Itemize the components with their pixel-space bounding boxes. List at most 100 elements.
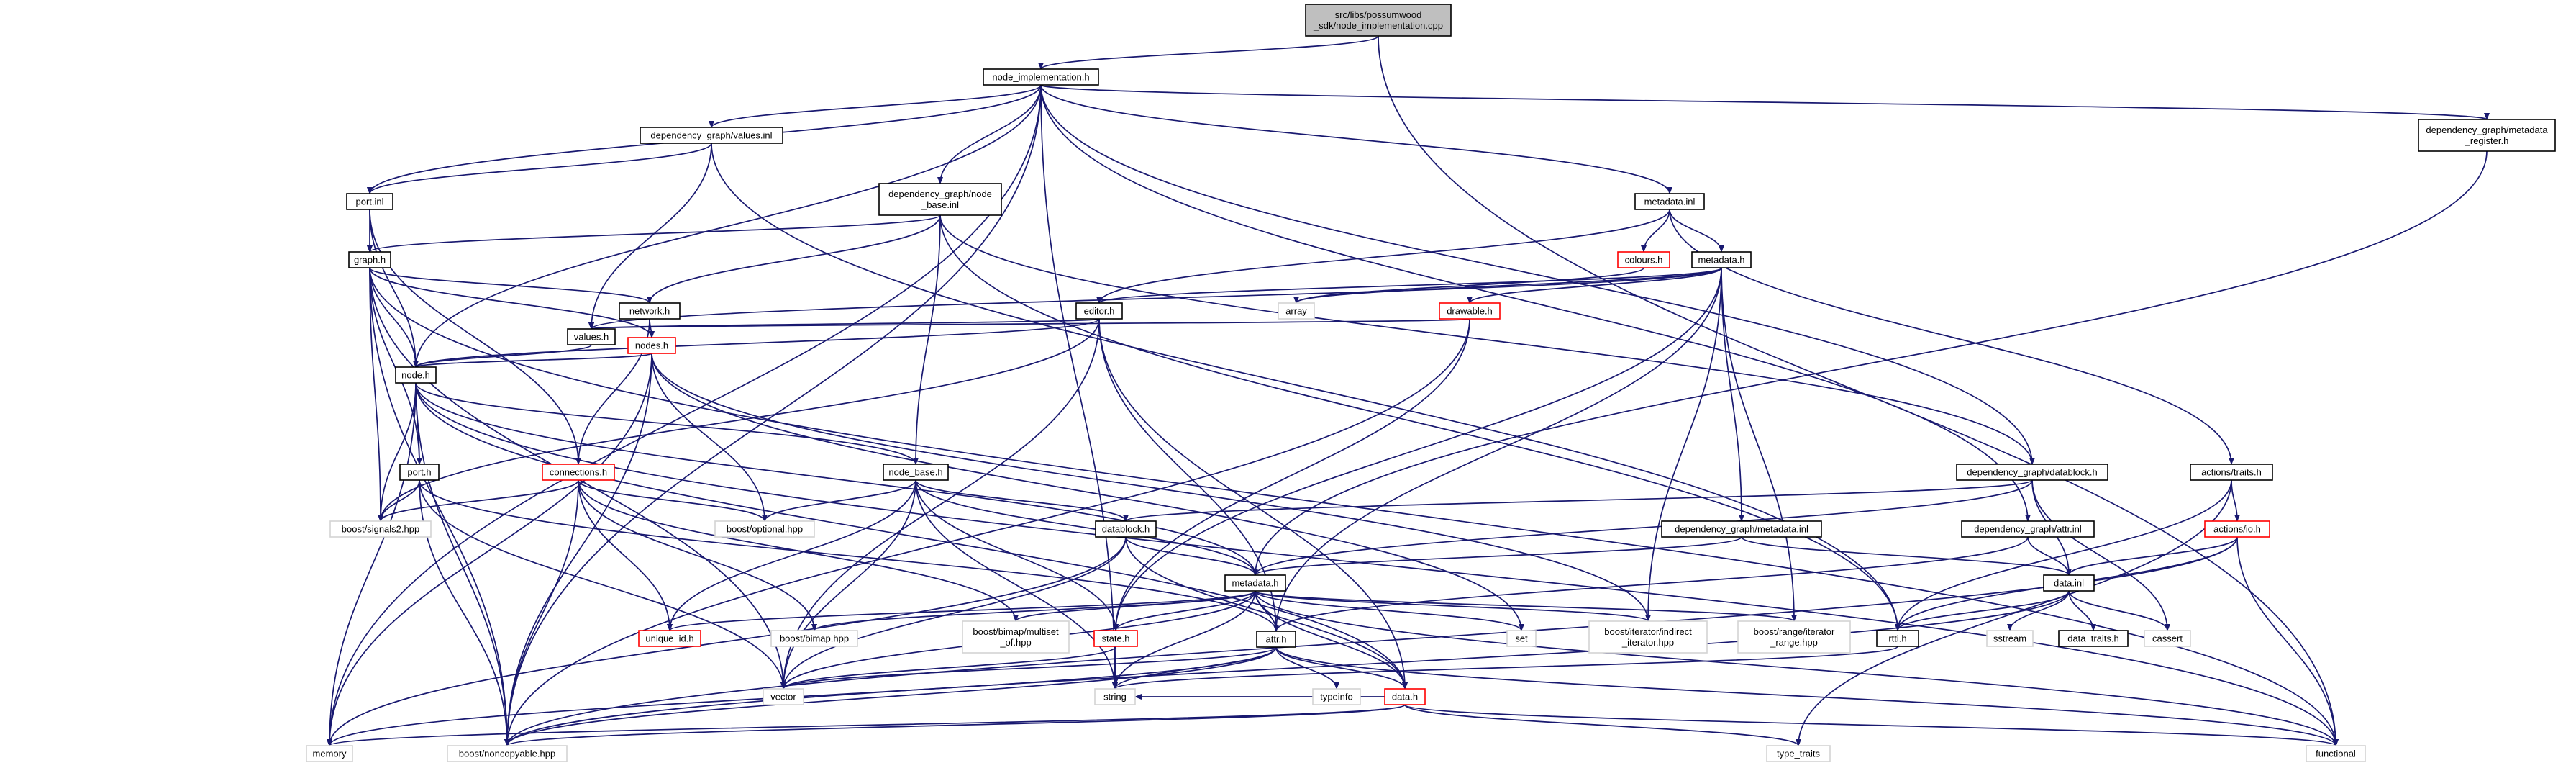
node-label: memory [313,749,347,759]
node-editor_h[interactable]: editor.h [1075,302,1123,320]
edge-connections_h-to-boost_noncopyable [504,479,579,746]
edge-node_base_h-to-string [915,479,1118,690]
node-actions_io_h[interactable]: actions/io.h [2204,520,2270,538]
node-box [1075,302,1123,320]
node-box [1312,688,1361,705]
edge-actions_io_h-to-boost_noncopyable [504,536,2238,746]
node-port_inl[interactable]: port.inl [346,193,393,210]
node-box [1956,464,2108,481]
node-label: _register.h [2465,135,2509,146]
node-graph_h[interactable]: graph.h [348,251,391,268]
node-nodes_h[interactable]: nodes.h [627,337,676,354]
node-metadata_inl[interactable]: metadata.inl [1634,193,1705,210]
node-label: dependency_graph/values.inl [650,130,772,141]
edge-graph_h-to-node_h [369,267,419,368]
node-label: boost/bimap.hpp [780,633,849,644]
node-box [883,464,949,481]
node-label: type_traits [1777,749,1820,759]
node-unique_id_h[interactable]: unique_id.h [638,630,701,647]
node-label: dependency_graph/attr.inl [1974,524,2082,535]
node-drawable_h[interactable]: drawable.h [1439,302,1501,320]
edge-editor_h-to-boost_signals2 [378,318,1100,522]
node-dg_attr_inl[interactable]: dependency_graph/attr.inl [1961,520,2095,538]
node-rtti_h[interactable]: rtti.h [1876,630,1919,647]
node-box [1588,620,1708,654]
node-box [1634,193,1705,210]
edge-node_impl-to-dg_attr_inl [1040,84,2031,522]
node-data_traits_h[interactable]: data_traits.h [2058,630,2129,647]
edge-metadata_h_top-to-array [1293,267,1722,304]
node-label: typeinfo [1320,692,1353,703]
edge-actions_traits_h-to-rtti_h [1895,479,2232,631]
edge-node_h-to-boost_signals2 [378,382,417,522]
node-box [1661,520,1822,538]
node-label: actions/traits.h [2201,467,2262,478]
edge-metadata_h-to-boost_range_iterator [1255,590,1797,622]
node-attr_h[interactable]: attr.h [1256,631,1296,648]
node-data_inl[interactable]: data.inl [2043,574,2095,592]
edge-port_h-to-boost_noncopyable [419,479,510,746]
node-box [1766,745,1831,762]
node-label: connections.h [550,467,607,478]
node-root[interactable]: src/libs/possumwood_sdk/node_implementat… [1305,4,1452,37]
node-label: rtti.h [1888,633,1906,644]
node-label: boost/signals2.hpp [342,524,419,535]
node-label: datablock.h [1102,524,1150,535]
edge-port_inl-to-connections_h [369,209,581,465]
node-dg_datablock_h[interactable]: dependency_graph/datablock.h [1956,464,2108,481]
node-data_h[interactable]: data.h [1384,688,1426,705]
node-port_h[interactable]: port.h [399,464,440,481]
node-label: dependency_graph/metadata.inl [1675,524,1808,535]
node-label: _of.hpp [999,637,1031,648]
node-label: set [1515,633,1528,644]
edge-node_base_h-to-datablock_h [915,479,1129,522]
edge-graph_h-to-port_h [369,267,422,465]
node-actions_traits_h[interactable]: actions/traits.h [2190,464,2273,481]
edge-colours_h-to-array [1293,267,1644,304]
edge-connections_h-to-boost_signals2 [378,479,579,522]
node-node_base_inl[interactable]: dependency_graph/node_base.inl [878,183,1002,216]
node-metadata_h[interactable]: metadata.h [1224,574,1286,592]
node-colours_h[interactable]: colours.h [1617,251,1670,268]
edge-drawable_h-to-values_h [589,318,1470,330]
edge-values_h-to-node_h [413,344,592,368]
edge-editor_h-to-node_h [413,318,1100,368]
node-values_inl[interactable]: dependency_graph/values.inl [640,127,783,144]
node-dg_metadata_inl[interactable]: dependency_graph/metadata.inl [1661,520,1822,538]
node-box [2190,464,2273,481]
node-box [640,127,783,144]
node-label: vector [770,692,796,703]
node-node_h[interactable]: node.h [395,366,437,384]
node-boost_noncopyable: boost/noncopyable.hpp [447,745,568,762]
node-label: unique_id.h [645,633,693,644]
node-label: boost/optional.hpp [727,524,803,535]
edge-node_base_h-to-boost_optional [762,479,916,522]
edge-connections_h-to-boost_bimap_multiset [578,479,1019,622]
edge-data_inl-to-data_traits_h [2068,590,2096,631]
node-network_h[interactable]: network.h [619,302,681,320]
edge-node_base_inl-to-rtti_h [939,214,1901,631]
edge-node_base_inl-to-node_base_h [913,214,941,465]
node-label: boost/noncopyable.hpp [459,749,555,759]
edge-metadata_h_top-to-boost_iterator_indirect [1645,267,1722,622]
edge-dg_datablock_h-to-datablock_h [1123,479,2033,522]
node-box [2306,745,2366,762]
node-label: colours.h [1625,255,1663,266]
node-connections_h[interactable]: connections.h [542,464,615,481]
node-metadata_h_top[interactable]: metadata.h [1691,251,1752,268]
edge-metadata_h_top-to-dg_metadata_inl [1721,267,1744,522]
node-values_h[interactable]: values.h [567,328,616,345]
node-datablock_h[interactable]: datablock.h [1095,520,1157,538]
edge-data_inl-to-rtti_h [1895,590,2070,631]
node-node_base_h[interactable]: node_base.h [883,464,949,481]
edge-node_impl-to-node_base_inl [937,84,1042,184]
node-box [1986,630,2034,647]
edge-values_inl-to-port_inl [367,143,712,194]
node-array: array [1278,302,1315,320]
edge-graph_h-to-network_h [369,267,652,304]
node-metadata_register[interactable]: dependency_graph/metadata_register.h [2418,119,2556,152]
node-string: string [1094,688,1136,705]
node-node_impl[interactable]: node_implementation.h [983,68,1099,86]
node-label: metadata.h [1232,578,1278,589]
node-state_h[interactable]: state.h [1093,630,1138,647]
